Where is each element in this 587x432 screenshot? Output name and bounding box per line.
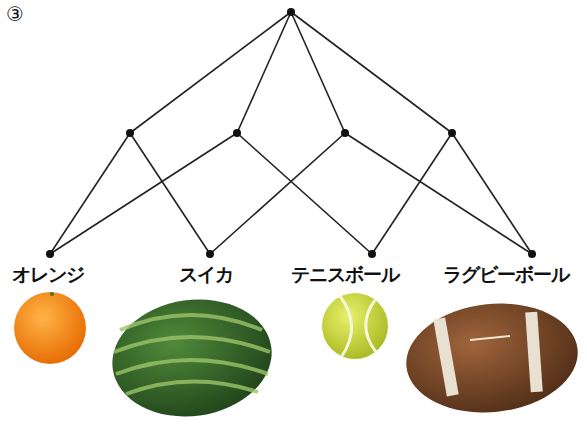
lattice-dots [46,8,536,258]
item-label: スイカ [179,262,233,288]
watermelon-photo [105,289,280,426]
item-name: オレンジ [12,263,84,285]
item-name: スイカ [179,263,233,285]
item-label: ラグビーボール [443,262,569,288]
item-label: テニスボール [291,262,399,288]
lattice-lines [50,12,532,254]
figure-number: ③ [6,2,24,26]
tennis-ball-photo [322,293,388,359]
item-name: ラグビーボール [443,263,569,285]
rugby-ball-photo [401,295,583,420]
item-name: テニスボール [291,263,399,285]
item-label: オレンジ [12,262,84,288]
orange-photo [14,292,86,364]
